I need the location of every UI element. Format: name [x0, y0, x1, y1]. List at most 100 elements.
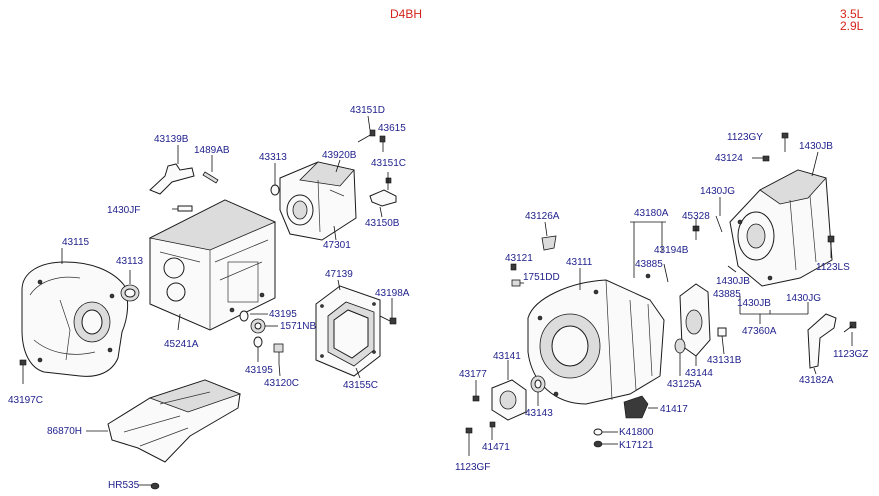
- part-label-43144[interactable]: 43144: [685, 368, 713, 379]
- part-label-1123GF[interactable]: 1123GF: [455, 462, 491, 473]
- bracket-43182A[interactable]: [807, 313, 837, 369]
- part-label-43139B[interactable]: 43139B: [154, 134, 189, 145]
- oil-seal-43143[interactable]: [530, 375, 546, 393]
- part-label-43120C[interactable]: 43120C: [264, 378, 300, 389]
- part-label-43194B[interactable]: 43194B: [654, 245, 689, 256]
- part-label-1430JG-b[interactable]: 1430JG: [786, 293, 822, 304]
- part-label-43131B[interactable]: 43131B: [707, 355, 742, 366]
- pin-1489AB[interactable]: [202, 171, 219, 184]
- part-label-43150B[interactable]: 43150B: [365, 218, 400, 229]
- part-label-K17121[interactable]: K17121: [619, 440, 654, 451]
- bolt-1430JF[interactable]: [177, 205, 193, 212]
- gasket-43126A[interactable]: [541, 235, 557, 251]
- washer-43195-upper[interactable]: [239, 310, 249, 322]
- bracket-43150B[interactable]: [369, 189, 397, 207]
- part-label-43111[interactable]: 43111: [566, 257, 593, 268]
- part-label-47301[interactable]: 47301: [323, 240, 351, 251]
- part-label-43141[interactable]: 43141: [493, 351, 521, 362]
- bolt-1751DD[interactable]: [511, 279, 521, 287]
- bolt-43197C[interactable]: [19, 359, 27, 384]
- part-label-43143[interactable]: 43143: [525, 408, 553, 419]
- bolt-1123GY[interactable]: [781, 132, 789, 152]
- part-label-43126A[interactable]: 43126A: [525, 211, 560, 222]
- part-label-43180A[interactable]: 43180A: [634, 208, 669, 219]
- part-label-1430JB-c[interactable]: 1430JB: [737, 298, 771, 309]
- part-label-43182A[interactable]: 43182A: [799, 375, 834, 386]
- boot-41417[interactable]: [623, 395, 649, 419]
- part-label-43885-b[interactable]: 43885: [713, 289, 741, 300]
- pin-43194B[interactable]: [663, 263, 669, 283]
- part-label-43155C[interactable]: 43155C: [343, 380, 379, 391]
- plug-K17121[interactable]: [593, 440, 603, 448]
- part-label-47360A[interactable]: 47360A: [742, 326, 777, 337]
- bolt-1123LS[interactable]: [827, 235, 835, 258]
- bell-housing-43115[interactable]: [21, 261, 129, 377]
- bolt-43177[interactable]: [472, 380, 480, 402]
- part-label-41417[interactable]: 41417: [660, 404, 688, 415]
- part-label-43121[interactable]: 43121: [505, 253, 533, 264]
- extension-housing-47301[interactable]: [279, 161, 357, 241]
- bolt-43124[interactable]: [762, 155, 770, 162]
- plug-43615[interactable]: [379, 135, 386, 152]
- plug-1571NB[interactable]: [250, 318, 266, 334]
- transmission-case-45241A[interactable]: [148, 199, 277, 331]
- plug-43120C[interactable]: [273, 343, 284, 364]
- part-label-1571NB[interactable]: 1571NB: [280, 321, 317, 332]
- bracket-43139B[interactable]: [149, 163, 195, 195]
- part-label-1430JF[interactable]: 1430JF: [107, 205, 141, 216]
- part-label-45328[interactable]: 45328: [682, 211, 710, 222]
- part-label-43151C[interactable]: 43151C: [371, 158, 407, 169]
- part-label-47139[interactable]: 47139: [325, 269, 353, 280]
- bolt-43151D[interactable]: [357, 129, 376, 143]
- seal-43125A[interactable]: [674, 338, 686, 354]
- part-label-43198A[interactable]: 43198A: [375, 288, 410, 299]
- part-label-45241A[interactable]: 45241A: [164, 339, 199, 350]
- part-label-1123GY[interactable]: 1123GY: [727, 132, 763, 143]
- oil-seal-43113[interactable]: [120, 284, 140, 302]
- part-label-41471[interactable]: 41471: [482, 442, 510, 453]
- part-label-43195-a[interactable]: 43195: [269, 309, 297, 320]
- pin-43885-left[interactable]: [645, 273, 651, 279]
- part-label-K41800[interactable]: K41800: [619, 427, 654, 438]
- clip-HR535[interactable]: [150, 482, 160, 490]
- part-label-43313[interactable]: 43313: [259, 152, 287, 163]
- clip-K41800[interactable]: [593, 428, 603, 436]
- cover-43155C[interactable]: [327, 301, 375, 367]
- part-label-1430JB-a[interactable]: 1430JB: [799, 141, 833, 152]
- breather-43121[interactable]: [510, 263, 517, 271]
- o-ring-43313[interactable]: [270, 184, 280, 196]
- part-label-43615[interactable]: 43615: [378, 123, 406, 134]
- part-label-1123GZ[interactable]: 1123GZ: [833, 349, 869, 360]
- transmission-case-43111[interactable]: [527, 279, 665, 405]
- pin-43885-right[interactable]: [727, 265, 737, 273]
- bolt-45328[interactable]: [692, 218, 700, 240]
- part-label-86870H[interactable]: 86870H: [47, 426, 83, 437]
- washer-43195-lower[interactable]: [253, 336, 263, 348]
- part-label-43151D[interactable]: 43151D: [350, 105, 386, 116]
- bolt-43198A[interactable]: [379, 315, 397, 325]
- part-label-43124[interactable]: 43124: [715, 153, 743, 164]
- part-label-43115[interactable]: 43115: [62, 237, 90, 248]
- part-label-1489AB[interactable]: 1489AB: [194, 145, 230, 156]
- under-cover-86870H[interactable]: [107, 379, 242, 463]
- bolt-1123GF[interactable]: [465, 427, 473, 456]
- part-label-43125A[interactable]: 43125A: [667, 379, 702, 390]
- bolt-41471[interactable]: [489, 421, 496, 440]
- part-label-43920B[interactable]: 43920B: [322, 150, 357, 161]
- pin-1430JG-upper[interactable]: [715, 215, 723, 233]
- extension-housing-47360A[interactable]: [729, 169, 833, 287]
- part-label-43885-a[interactable]: 43885: [635, 259, 663, 270]
- part-label-43177[interactable]: 43177: [459, 369, 487, 380]
- part-label-1751DD[interactable]: 1751DD: [523, 272, 560, 283]
- part-label-43195-b[interactable]: 43195: [245, 365, 273, 376]
- bearing-retainer-43141[interactable]: [491, 379, 527, 421]
- bolt-1123GZ[interactable]: [843, 321, 857, 333]
- cap-43131B[interactable]: [717, 327, 727, 337]
- gasket-43144[interactable]: [679, 283, 711, 357]
- part-label-1430JG-a[interactable]: 1430JG: [700, 186, 736, 197]
- part-label-1430JB-b[interactable]: 1430JB: [716, 276, 750, 287]
- part-label-43113[interactable]: 43113: [116, 256, 144, 267]
- bolt-43151C[interactable]: [385, 172, 392, 190]
- part-label-1123LS[interactable]: 1123LS: [816, 262, 850, 273]
- part-label-HR535[interactable]: HR535: [108, 480, 140, 491]
